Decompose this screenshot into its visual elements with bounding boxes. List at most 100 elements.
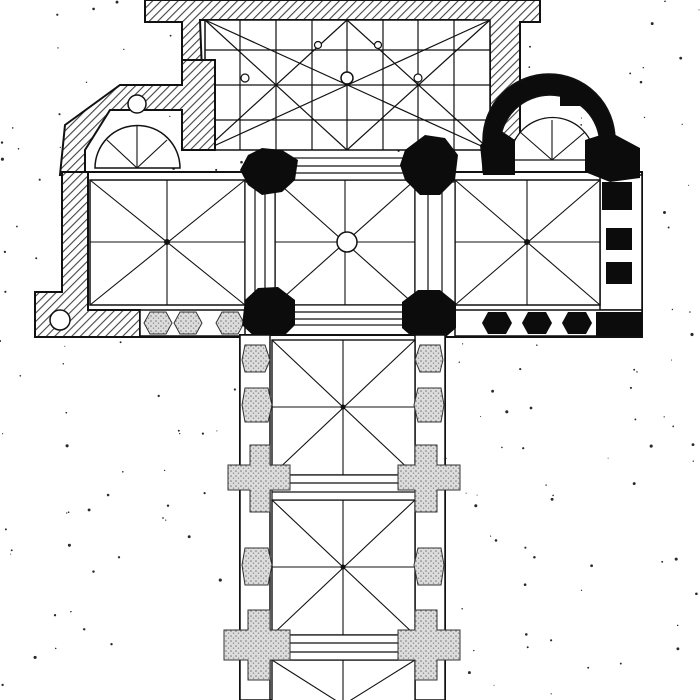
paper-speckle: [70, 610, 72, 613]
paper-speckle: [0, 141, 4, 144]
choir-boss-top: [313, 40, 323, 50]
paper-speckle: [66, 512, 68, 514]
paper-speckle: [633, 368, 636, 371]
paper-speckle: [522, 447, 525, 450]
paper-speckle: [57, 47, 59, 49]
paper-speckle: [163, 469, 166, 472]
paper-speckle: [10, 549, 13, 552]
south-wall-pier-3: [606, 262, 632, 284]
nave-pier-n2: [241, 387, 273, 423]
paper-speckle: [550, 693, 552, 695]
paper-speckle: [590, 564, 593, 568]
paper-speckle: [671, 308, 674, 311]
paper-speckle: [64, 345, 66, 347]
choir-vault-ribs: [204, 19, 491, 151]
nave-cruciform-pier-s2: [397, 609, 461, 681]
crossing-pier-se: [402, 290, 456, 342]
transept-north-bay: [89, 179, 246, 306]
paper-speckle: [528, 66, 531, 68]
paper-speckle: [233, 388, 237, 391]
paper-speckle: [671, 359, 673, 361]
nave-cruciform-pier-n2: [223, 609, 291, 681]
paper-speckle: [85, 81, 88, 84]
paper-speckle: [681, 123, 683, 126]
nave-pier-n1: [241, 344, 271, 373]
paper-speckle: [525, 633, 528, 636]
paper-speckle: [663, 211, 666, 214]
paper-speckle: [121, 470, 124, 473]
paper-speckle: [490, 535, 492, 537]
paper-speckle: [465, 492, 467, 494]
paper-speckle: [218, 578, 222, 582]
north-bay-boss: [164, 239, 170, 245]
paper-speckle: [580, 117, 582, 119]
crossing-pier-sw: [242, 287, 295, 340]
nave-pier-n3: [241, 547, 273, 586]
paper-speckle: [664, 0, 666, 3]
crossing-boss: [336, 231, 358, 253]
paper-speckle: [692, 460, 694, 462]
paper-speckle: [524, 546, 527, 549]
paper-speckle: [201, 432, 204, 435]
paper-speckle: [501, 446, 503, 449]
paper-speckle: [467, 671, 471, 675]
paper-speckle: [526, 646, 529, 649]
south-wall-hexpier-1: [482, 312, 512, 334]
paper-speckle: [19, 374, 22, 377]
paper-speckle: [642, 66, 645, 69]
paper-speckle: [536, 344, 538, 346]
paper-speckle: [607, 457, 609, 459]
southeast-corner-pier: [585, 132, 640, 182]
paper-speckle: [54, 647, 57, 650]
paper-speckle: [240, 160, 243, 164]
paper-speckle: [629, 72, 632, 75]
nave-pier-s3: [413, 547, 445, 586]
crossing-pier-ne: [400, 135, 458, 195]
paper-speckle: [92, 7, 95, 11]
paper-speckle: [3, 250, 7, 254]
north-chapel-hatched-wall: [58, 59, 216, 176]
transept-north-hatched-wall: [34, 171, 141, 338]
paper-speckle: [676, 624, 679, 627]
paper-speckle: [4, 290, 7, 293]
paper-speckle: [4, 528, 7, 531]
paper-speckle: [529, 45, 531, 48]
paper-speckle: [0, 157, 4, 161]
paper-speckle: [519, 368, 522, 371]
paper-speckle: [661, 560, 664, 563]
south-wall-pier-1: [602, 182, 632, 210]
nave-transverse-arches: [271, 474, 416, 661]
paper-speckle: [580, 124, 583, 126]
paper-speckle: [679, 56, 683, 60]
south-apse-buttress: [560, 84, 580, 106]
south-wall-hexpier-2: [522, 312, 552, 334]
north-wall-stipple-pier-1: [143, 311, 173, 335]
paper-speckle: [215, 168, 218, 171]
paper-speckle: [35, 257, 38, 260]
paper-speckle: [203, 492, 206, 495]
paper-speckle: [674, 557, 678, 561]
paper-speckle: [550, 497, 554, 501]
paper-speckle: [169, 34, 172, 37]
paper-speckle: [691, 443, 695, 447]
nave-pier-s2: [413, 387, 445, 423]
north-apse-ribs: [95, 126, 180, 169]
paper-speckle: [629, 386, 632, 389]
paper-speckle: [59, 146, 61, 149]
paper-speckle: [580, 589, 583, 591]
paper-speckle: [550, 639, 553, 642]
paper-speckle: [87, 508, 91, 512]
northeast-corner-pier: [480, 130, 515, 175]
paper-speckle: [643, 116, 646, 119]
paper-speckle: [110, 643, 113, 646]
paper-speckle: [65, 411, 68, 414]
paper-speckle: [117, 556, 121, 559]
paper-speckle: [529, 406, 533, 410]
paper-speckle: [169, 115, 171, 118]
north-stair-turret: [49, 309, 71, 331]
paper-speckle: [177, 429, 180, 432]
south-corner-block: [596, 312, 642, 336]
paper-speckle: [689, 311, 691, 313]
paper-speckle: [58, 113, 61, 116]
